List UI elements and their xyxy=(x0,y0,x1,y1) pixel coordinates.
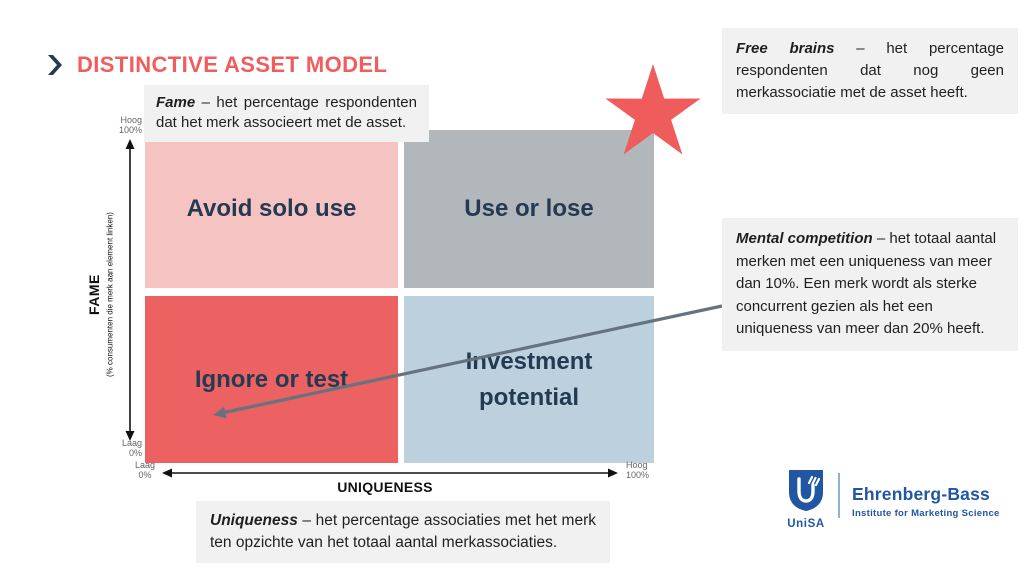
note-fame-term: Fame xyxy=(156,94,196,111)
x-axis-title: UNIQUENESS xyxy=(337,479,433,495)
note-mental-competition-text: – het totaal aantal merken met een uniqu… xyxy=(736,230,997,337)
note-mental-competition-term: Mental competition xyxy=(736,230,873,247)
y-axis-high-label: Hoog 100% xyxy=(104,115,142,136)
unisa-wordmark: UniSA xyxy=(787,518,825,530)
x-axis-high-label: Hoog 100% xyxy=(626,460,662,481)
quadrant-label: Avoid solo use xyxy=(186,195,357,222)
x-axis-low-label: Laag 0% xyxy=(128,460,162,481)
logo-divider xyxy=(838,473,840,518)
chevron-right-icon xyxy=(48,55,62,75)
y-axis-low-label: Laag 0% xyxy=(104,438,142,459)
unisa-shield-icon xyxy=(789,470,823,511)
quadrant-ignore-or-test: Ignore or test xyxy=(145,296,398,463)
y-axis-high-word: Hoog xyxy=(120,115,142,125)
ehrenberg-bass-logo: UniSA Ehrenberg-Bass Institute for Marke… xyxy=(782,468,1000,530)
note-fame-text: – het percentage respondenten dat het me… xyxy=(156,94,417,132)
institute-name: Ehrenberg-Bass xyxy=(852,484,990,504)
note-uniqueness: Uniqueness – het percentage associaties … xyxy=(196,501,610,563)
institute-tagline: Institute for Marketing Science xyxy=(852,508,1000,519)
quadrant-label: Investment potential xyxy=(465,347,593,411)
y-axis-subtitle: (% consumenten die merk aan element link… xyxy=(105,212,115,378)
x-axis-low-value: 0% xyxy=(138,470,152,481)
quadrant-label: Ignore or test xyxy=(194,365,349,393)
note-free-brains-text: – het percentage respondenten dat nog ge… xyxy=(736,40,1005,101)
x-axis-high-value: 100% xyxy=(626,470,650,481)
y-axis-low-value: 0% xyxy=(128,448,142,459)
y-axis-arrow xyxy=(125,139,135,441)
y-axis-low-word: Laag xyxy=(121,438,142,448)
x-axis-arrow xyxy=(162,468,618,478)
note-fame: Fame – het percentage respondenten dat h… xyxy=(144,85,429,142)
page-title: DISTINCTIVE ASSET MODEL xyxy=(77,52,388,77)
x-axis-low-word: Laag xyxy=(134,460,156,470)
quadrant-avoid-solo-use: Avoid solo use xyxy=(145,130,398,288)
quadrant-investment-potential: Investment potential xyxy=(404,296,654,463)
title-row: DISTINCTIVE ASSET MODEL xyxy=(48,52,387,78)
y-axis-high-value: 100% xyxy=(118,125,142,136)
quadrant-label: Use or lose xyxy=(464,195,594,222)
note-free-brains: Free brains – het percentage respondente… xyxy=(722,28,1018,114)
note-uniqueness-term: Uniqueness xyxy=(210,512,298,529)
y-axis-title: FAME xyxy=(86,274,102,316)
x-axis-high-word: Hoog xyxy=(626,460,648,470)
unisa-logo: UniSA xyxy=(782,468,830,530)
note-mental-competition: Mental competition – het totaal aantal m… xyxy=(722,218,1018,351)
quadrant-use-or-lose: Use or lose xyxy=(404,130,654,288)
note-free-brains-term: Free brains xyxy=(736,40,835,57)
note-uniqueness-text: – het percentage associaties met het mer… xyxy=(210,512,596,551)
